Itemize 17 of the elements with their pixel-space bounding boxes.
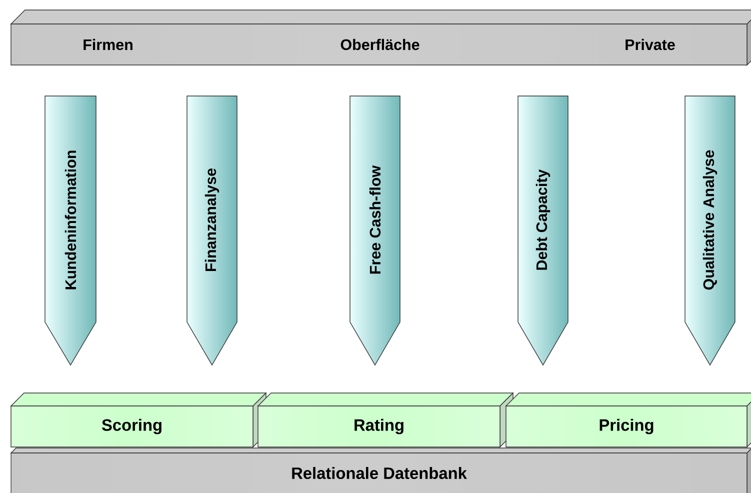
vertical-label: Qualitative Analyse (702, 150, 718, 290)
bar-label: Rating (354, 418, 404, 434)
down-arrow-shape (518, 96, 568, 366)
bar-label: Relationale Datenbank (292, 466, 467, 480)
vertical-label: Free Cash-flow (369, 165, 381, 274)
vertical-label: Debt Capacity (536, 169, 550, 270)
bar-label: Scoring (102, 418, 162, 434)
down-arrow-shape (44, 96, 96, 366)
down-arrow-shape (350, 96, 400, 366)
vertical-label: Kundeninformation (64, 150, 76, 290)
down-arrow-shape (684, 96, 736, 366)
bar-label: Private (626, 38, 675, 50)
bar-label: Pricing (600, 418, 654, 434)
down-arrow-shape (186, 96, 238, 366)
bar-label: Firmen (84, 38, 132, 50)
bar-label: Oberfläche (340, 38, 420, 50)
vertical-label: Finanzanalyse (204, 168, 220, 272)
